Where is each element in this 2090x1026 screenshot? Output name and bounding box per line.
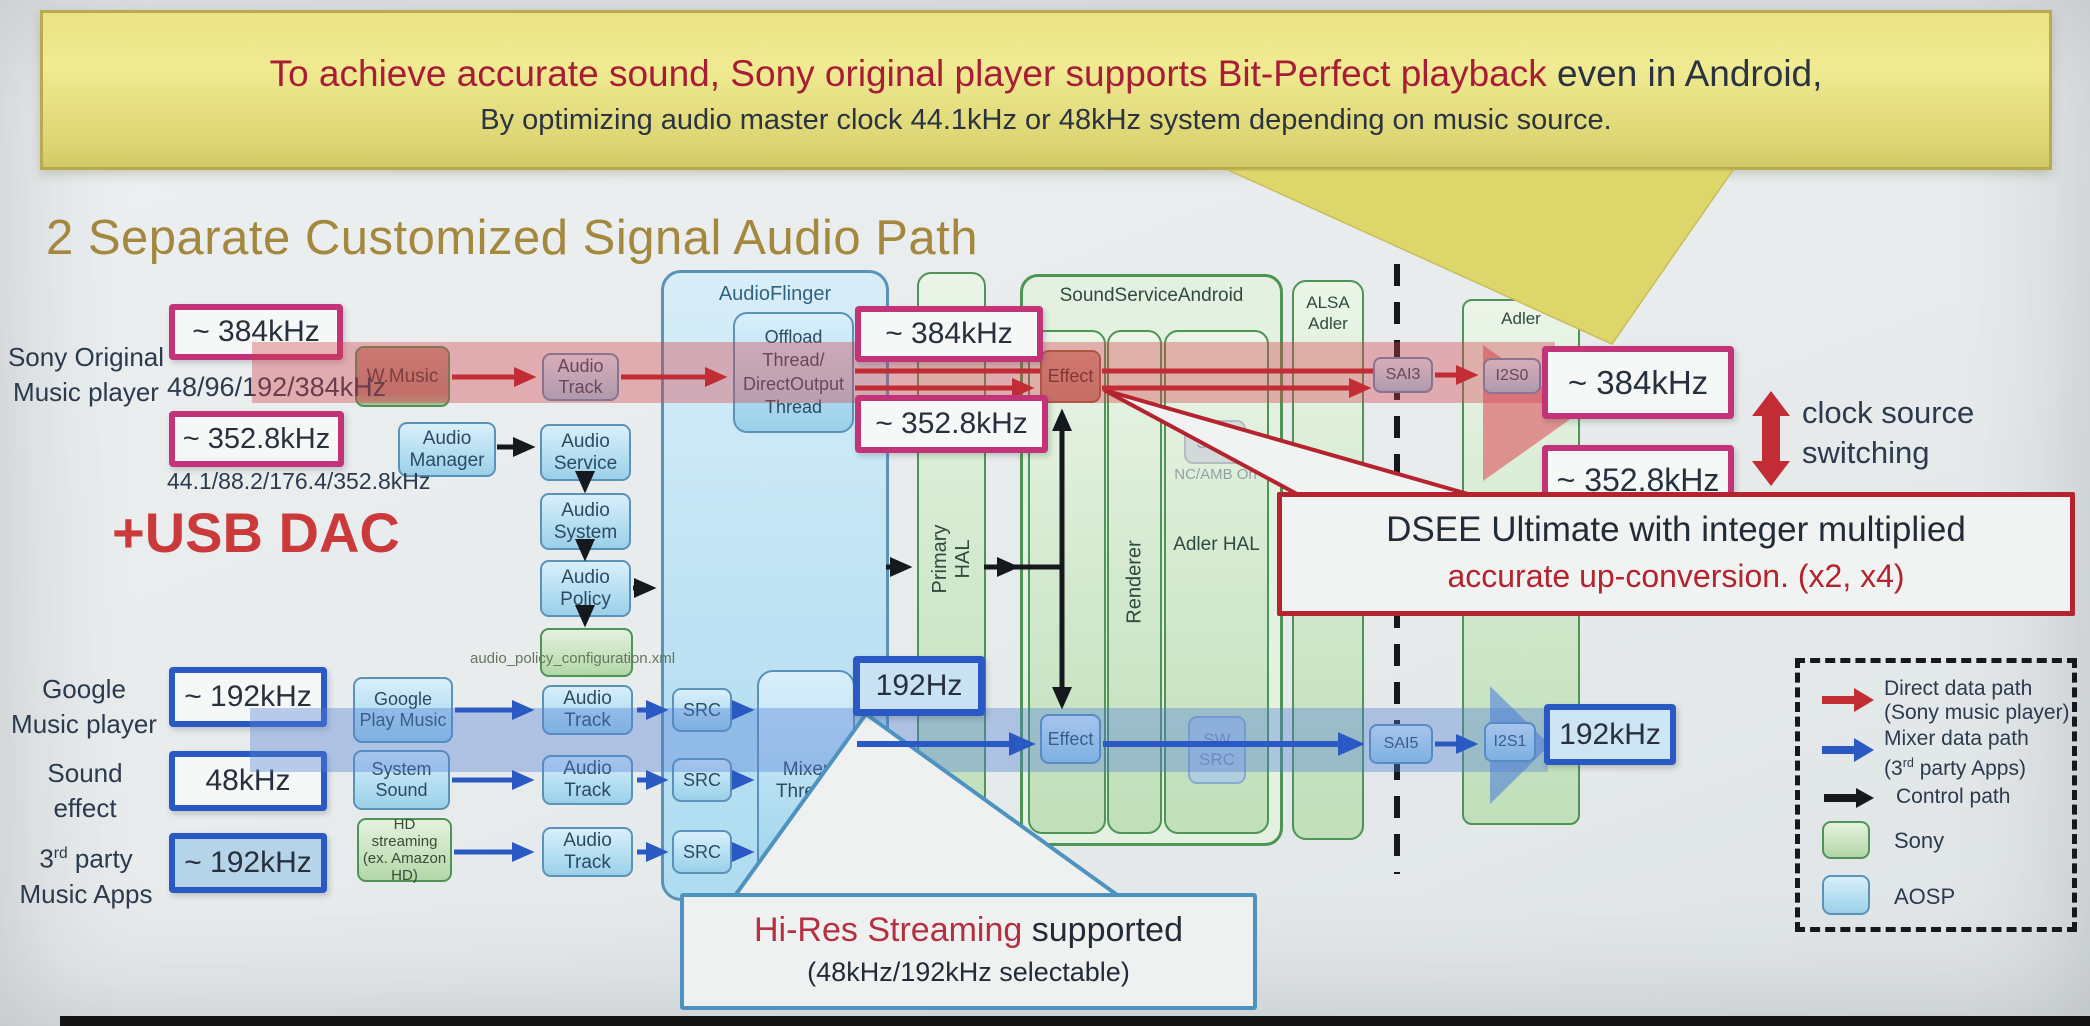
block-i2s0: I2S0 [1483, 358, 1541, 394]
adler-label: Adler [1501, 309, 1541, 328]
block-audio-policy-xml [540, 628, 633, 677]
legend-arrow-icons [1822, 688, 1874, 808]
mixer-path-arrow-icon [1822, 738, 1874, 762]
clock-switch-arrow [1752, 391, 1790, 486]
block-system-sound: System Sound [353, 750, 450, 810]
label-third-party: 3rd party Music Apps [19, 843, 153, 909]
block-sai5: SAI5 [1369, 724, 1433, 764]
soundservice-label: SoundServiceAndroid [1059, 285, 1244, 306]
dsee-callout: DSEE Ultimate with integer multiplied ac… [1277, 492, 2075, 616]
xml-note: audio_policy_configuration.xml [470, 650, 676, 667]
dsee-line2: accurate up-conversion. (x2, x4) [1447, 558, 1905, 594]
rate-box-google-192: ~ 192kHz [169, 667, 327, 727]
label-sony-original: Sony Original Music player [7, 342, 165, 407]
block-mixer-thread: Mixer Thread [757, 670, 855, 892]
label-sound-effect: Sound effect [47, 758, 123, 823]
block-src-2: SRC [672, 758, 732, 802]
alsa-adler-label: ALSA Adler [1306, 293, 1350, 333]
renderer-column: Renderer [1107, 330, 1162, 834]
nc-amb-note: NC/AMB On [1174, 466, 1257, 483]
block-audio-policy: Audio Policy [540, 560, 631, 617]
usb-dac-note: +USB DAC [112, 501, 400, 564]
hires-line2: (48kHz/192kHz selectable) [807, 957, 1130, 987]
block-offload-thread: Offload Thread/ DirectOutput Thread [733, 312, 854, 433]
bottom-bar [60, 1016, 2090, 1026]
primary-hal-label: Primary HAL [928, 524, 974, 594]
legend-mixer-label: Mixer data path (3rd party Apps) [1884, 727, 2029, 780]
rates-48-family: 48/96/192/384kHz [167, 372, 387, 402]
label-google-player: Google Music player [11, 674, 157, 739]
legend-aosp-label: AOSP [1894, 884, 1956, 909]
rate-box-soundeffect-48: 48kHz [169, 751, 327, 811]
block-effect-mixer: Effect [1040, 714, 1101, 764]
block-src-bypassed: SRC [1184, 420, 1246, 464]
hires-red-text: Hi-Res Streaming [754, 911, 1023, 949]
legend-sony-swatch [1822, 821, 1870, 859]
hires-dark-text: supported [1022, 911, 1183, 949]
legend-control-label: Control path [1896, 785, 2011, 808]
control-path-arrow-icon [1824, 788, 1874, 808]
rate-box-out-384: ~ 384kHz [1542, 346, 1734, 419]
headline-line1: To achieve accurate sound, Sony original… [269, 53, 1823, 94]
legend-aosp-swatch [1822, 875, 1870, 915]
block-sai3: SAI3 [1373, 357, 1433, 393]
block-audio-manager: Audio Manager [398, 422, 496, 477]
clock-source-note: clock source switching [1802, 395, 1975, 470]
headline-line2: By optimizing audio master clock 44.1kHz… [480, 104, 1612, 136]
rate-box-third-192: ~ 192kHz [169, 833, 327, 893]
block-audio-track-google: Audio Track [542, 685, 633, 735]
rate-box-mid-384: ~ 384kHz [855, 306, 1043, 362]
rate-box-mid-3528: ~ 352.8kHz [855, 395, 1048, 453]
legend-direct-label: Direct data path (Sony music player) [1884, 677, 2070, 724]
dsee-line1: DSEE Ultimate with integer multiplied [1386, 510, 1966, 549]
rate-box-source-384: ~ 384kHz [169, 304, 343, 360]
adler-hal-label: Adler HAL [1173, 534, 1260, 555]
block-sw-src: SW SRC [1188, 716, 1246, 784]
block-src-1: SRC [672, 688, 732, 732]
legend-sony-label: Sony [1894, 828, 1945, 853]
rate-box-source-3528: ~ 352.8kHz [169, 411, 344, 467]
block-audio-track-sound: Audio Track [542, 755, 633, 805]
rates-441-family: 44.1/88.2/176.4/352.8kHz [167, 468, 431, 494]
block-i2s1: I2S1 [1484, 722, 1536, 762]
page-title: 2 Separate Customized Signal Audio Path [46, 211, 979, 265]
direct-path-arrow-icon [1822, 688, 1874, 712]
headline-banner: To achieve accurate sound, Sony original… [40, 10, 2052, 170]
block-audio-track-third: Audio Track [542, 827, 633, 877]
hires-callout: Hi-Res Streaming supported (48kHz/192kHz… [680, 893, 1257, 1010]
block-effect-direct: Effect [1040, 350, 1101, 403]
block-audio-track-direct: Audio Track [542, 353, 619, 401]
rate-box-out-192: 192kHz [1544, 704, 1676, 765]
block-src-3: SRC [672, 830, 732, 874]
audioflinger-label: AudioFlinger [718, 283, 832, 305]
block-audio-system: Audio System [540, 493, 631, 550]
block-audio-service: Audio Service [540, 424, 631, 481]
legend: Direct data path (Sony music player) Mix… [1795, 658, 2077, 932]
block-google-play-music: Google Play Music [353, 677, 453, 743]
rate-box-mid-192hz: 192Hz [853, 656, 985, 716]
block-hd-streaming: HD streaming (ex. Amazon HD) [357, 816, 452, 884]
block-wmusic: W.Music [355, 346, 450, 407]
renderer-label: Renderer [1123, 540, 1145, 624]
